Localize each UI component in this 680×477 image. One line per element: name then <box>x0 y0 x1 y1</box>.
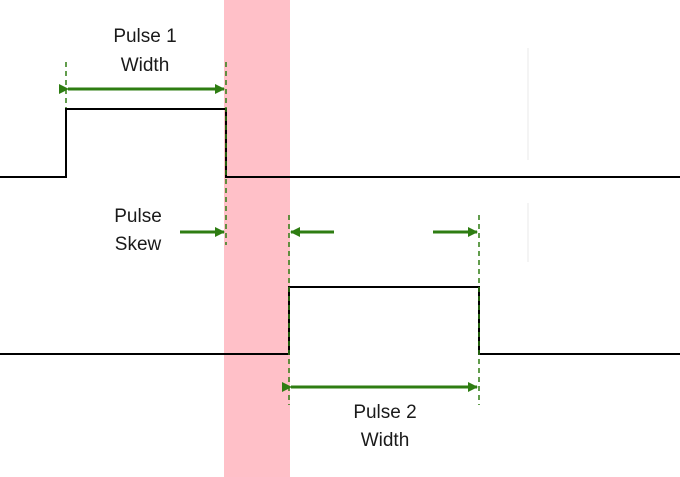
pulse2-label-line2: Width <box>361 430 410 451</box>
signal-2-waveform <box>0 286 680 355</box>
pulse1-label-line2: Width <box>121 55 170 76</box>
pulse1-label-line1: Pulse 1 <box>113 26 176 47</box>
signal-1-waveform <box>0 108 680 178</box>
skew-band <box>224 0 290 477</box>
pulse2-label-line1: Pulse 2 <box>353 402 416 423</box>
skew-label-line2: Skew <box>115 234 162 255</box>
skew-label-line1: Pulse <box>114 206 162 227</box>
